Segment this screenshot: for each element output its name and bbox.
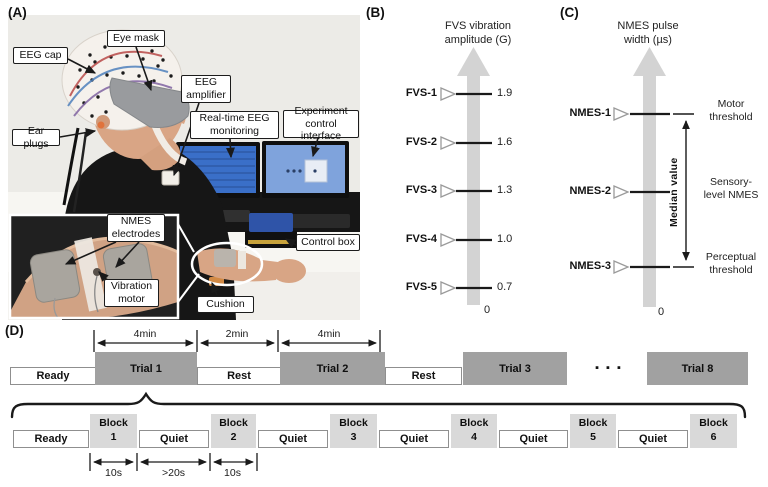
motor-threshold-label: Motor threshold [709, 98, 753, 124]
sensory-level-nmes-label: Sensory- level NMES [703, 176, 759, 202]
timeline-ellipsis: ▪ ▪ ▪ [595, 362, 623, 374]
fvs-level-5-name: FVS-5 [405, 281, 437, 293]
fvs-level-1-value: 1.9 [497, 87, 513, 99]
callout-eye-mask: Eye mask [107, 30, 165, 47]
duration-4min-2: 4min [317, 328, 341, 340]
nmes-level-1-name: NMES-1 [569, 107, 611, 119]
callout-eeg-amplifier: EEG amplifier [181, 75, 231, 103]
monitor-control [262, 141, 349, 198]
fvs-ticks [456, 92, 492, 290]
callout-vibration-motor: Vibration motor [104, 279, 159, 307]
fvs-arrow-shaft [467, 74, 480, 305]
nmes-arrow-shaft [643, 74, 656, 307]
triangle-marker-icon [613, 107, 630, 274]
triangle-marker-icon [440, 87, 457, 295]
timeline-trial1-box: Trial 1 [95, 352, 197, 385]
trial-quiet3-box: Quiet [379, 430, 449, 448]
timeline-dimensions [89, 330, 381, 471]
fvs-level-5-value: 0.7 [497, 281, 513, 293]
perceptual-threshold-label: Perceptual threshold [705, 251, 757, 277]
timeline-ready-box: Ready [10, 367, 96, 385]
fvs-level-3-value: 1.3 [497, 184, 513, 196]
callout-experiment-ui: Experiment control interface [283, 105, 359, 142]
callout-ear-plugs: Ear plugs [12, 125, 60, 150]
duration-2min: 2min [225, 328, 249, 340]
trial-quiet1-box: Quiet [139, 430, 209, 448]
panel-c-label: (C) [560, 5, 579, 20]
inset-border [8, 213, 180, 320]
trial-expansion-brace [10, 391, 747, 419]
timeline-trial3-box: Trial 3 [463, 352, 567, 385]
duration-4min-1: 4min [133, 328, 157, 340]
fvs-arrow-head [457, 47, 490, 76]
fvs-scale-graphics [440, 47, 492, 305]
duration-gt20s: >20s [161, 467, 186, 479]
trial-block5-box: Block 5 [570, 414, 616, 448]
fvs-zero-label: 0 [483, 304, 491, 316]
nmes-scale-graphics [613, 47, 694, 307]
fvs-level-1-name: FVS-1 [405, 87, 437, 99]
callout-eeg-cap: EEG cap [13, 47, 68, 64]
eeg-amplifier-device [161, 170, 180, 186]
highlight-ellipse [190, 241, 264, 287]
nmes-arrow-head [633, 47, 666, 76]
duration-10s-1: 10s [105, 467, 122, 479]
nmes-level-3-name: NMES-3 [569, 260, 611, 272]
trial-block1-box: Block 1 [90, 414, 137, 448]
callout-control-box: Control box [296, 234, 360, 251]
trial-quiet4-box: Quiet [499, 430, 568, 448]
trial-block2-box: Block 2 [211, 414, 256, 448]
trial-block6-box: Block 6 [690, 414, 737, 448]
fvs-level-4-value: 1.0 [497, 233, 513, 245]
panel-d-label: (D) [5, 323, 24, 338]
trial-block3-box: Block 3 [330, 414, 377, 448]
median-value-label: Median value [668, 157, 680, 227]
callout-cushion: Cushion [197, 296, 254, 313]
fvs-scale-title: FVS vibration amplitude (G) [444, 20, 512, 47]
median-range-arrow [673, 113, 694, 268]
fvs-level-2-value: 1.6 [497, 136, 513, 148]
callout-realtime-eeg: Real-time EEG monitoring [190, 111, 279, 139]
nmes-level-2-name: NMES-2 [569, 185, 611, 197]
earplug [97, 121, 105, 129]
control-box-device [245, 213, 297, 248]
fvs-level-3-name: FVS-3 [405, 184, 437, 196]
timeline-trial2-box: Trial 2 [280, 352, 385, 385]
fvs-level-4-name: FVS-4 [405, 233, 437, 245]
panel-b-label: (B) [366, 5, 385, 20]
timeline-rest1-box: Rest [197, 367, 281, 385]
trial-block4-box: Block 4 [451, 414, 497, 448]
trial-ready-box: Ready [13, 430, 89, 448]
nmes-scale-title: NMES pulse width (µs) [617, 20, 679, 47]
callout-nmes-electrodes: NMES electrodes [107, 214, 165, 242]
fvs-level-2-name: FVS-2 [405, 136, 437, 148]
hand [272, 259, 306, 283]
panel-a-label: (A) [8, 5, 27, 20]
timeline-rest2-box: Rest [385, 367, 462, 385]
nmes-zero-label: 0 [657, 306, 665, 318]
trial-quiet2-box: Quiet [258, 430, 328, 448]
nmes-ticks [630, 112, 670, 269]
duration-10s-2: 10s [224, 467, 241, 479]
trial-quiet5-box: Quiet [618, 430, 688, 448]
timeline-trial8-box: Trial 8 [647, 352, 748, 385]
